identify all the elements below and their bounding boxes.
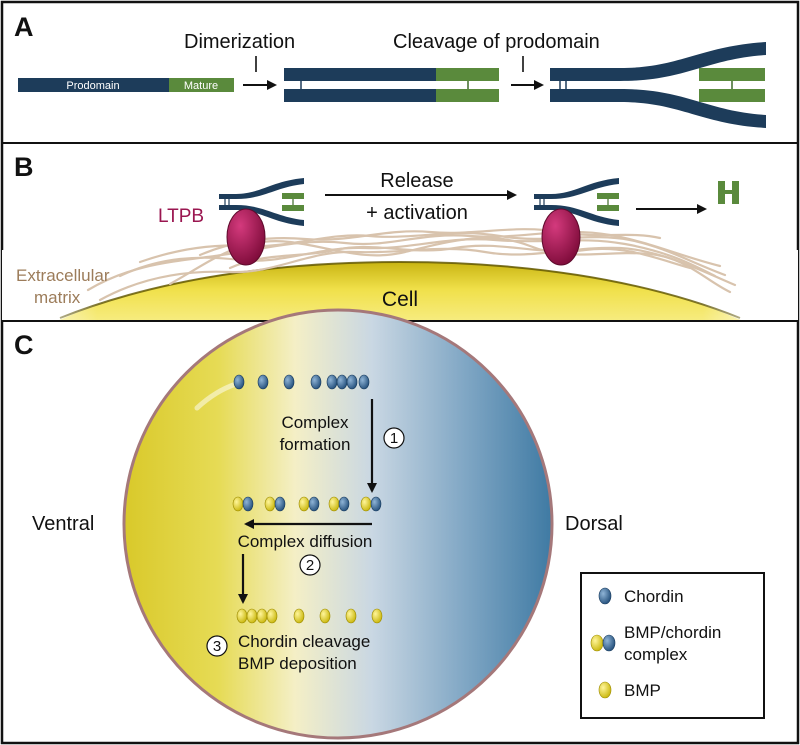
ltpb-protein-left (226, 208, 266, 266)
legend-complex-chordin-icon (602, 634, 616, 652)
bmp-molecule (266, 608, 278, 624)
legend-complex-label-line1: BMP/chordin (624, 623, 721, 642)
cleaved-prodomain-bottom (550, 89, 766, 128)
bmp-chordin-complex (298, 496, 320, 512)
panel-c: C Ventral Dorsal Complex formation 1 (14, 308, 765, 740)
cleaved-prodomain-top (550, 42, 766, 81)
legend-bmp-icon (598, 681, 612, 699)
complex-formation-line2: formation (280, 435, 351, 454)
release-label-line1: Release (380, 170, 453, 192)
bmp-molecule (293, 608, 305, 624)
active-mature-dimer (718, 181, 739, 204)
extracellular-matrix-fibers (86, 228, 737, 302)
legend-bmp-label: BMP (624, 681, 661, 700)
ventral-label: Ventral (32, 513, 94, 535)
chordin-molecule (336, 374, 348, 390)
prodomain-label: Prodomain (66, 80, 119, 92)
bmp-molecule (319, 608, 331, 624)
bmp-chordin-complex (232, 496, 254, 512)
chordin-molecule (257, 374, 269, 390)
panel-b-letter: B (14, 152, 34, 182)
legend: Chordin BMP/chordin complex BMP (580, 572, 765, 719)
ltpb-label: LTPB (158, 206, 204, 227)
chordin-molecule (233, 374, 245, 390)
legend-chordin-icon (598, 587, 612, 605)
precursor-mature-bar (169, 78, 234, 92)
chordin-cleavage-label: Chordin cleavage (238, 632, 370, 651)
bmp-molecule (371, 608, 383, 624)
bmp-chordin-complex (328, 496, 350, 512)
dimer-mature-top (436, 68, 499, 81)
chordin-row (233, 374, 370, 390)
chordin-molecule (346, 374, 358, 390)
cleavage-label: Cleavage of prodomain (393, 31, 600, 53)
latent-complex-left (219, 178, 304, 226)
step-1-number: 1 (390, 430, 398, 447)
ltpb-protein-right (541, 208, 581, 266)
legend-complex-bmp-icon (590, 634, 604, 652)
legend-chordin-label: Chordin (624, 587, 684, 606)
mature-label: Mature (184, 80, 218, 92)
ecm-label-line1: Extracellular (16, 266, 110, 285)
step-2-number: 2 (306, 557, 314, 574)
step-2-badge (299, 554, 321, 576)
bmp-molecule (345, 608, 357, 624)
release-label-line2: + activation (366, 202, 468, 224)
dimer-prodomain-top (284, 68, 436, 81)
panel-c-letter: C (14, 330, 34, 360)
step-3-badge (206, 635, 228, 657)
complex-formation-line1: Complex (281, 413, 349, 432)
latent-complex-right (534, 178, 619, 226)
dimerization-label: Dimerization (184, 31, 295, 53)
panel-b: B LTPB Release + activation (2, 152, 798, 320)
cell-label: Cell (382, 288, 418, 311)
cleaved-mature-bottom (699, 89, 765, 102)
legend-complex-label-line2: complex (624, 645, 688, 664)
bmp-molecule (236, 608, 248, 624)
step-3-number: 3 (213, 638, 221, 655)
chordin-molecule (283, 374, 295, 390)
step-1-badge (383, 427, 405, 449)
chordin-molecule (326, 374, 338, 390)
panel-a: A Prodomain Mature Dimerization Cleavage… (14, 12, 766, 128)
complex-diffusion-label: Complex diffusion (238, 532, 373, 551)
bmp-molecule (246, 608, 258, 624)
bmp-row (236, 608, 383, 624)
bmp-molecule (256, 608, 268, 624)
bmp-deposition-label: BMP deposition (238, 654, 357, 673)
chordin-molecule (310, 374, 322, 390)
complex-row (232, 496, 382, 512)
dimer-prodomain-bottom (284, 89, 436, 102)
dorsal-label: Dorsal (565, 513, 623, 535)
panel-a-letter: A (14, 12, 34, 42)
bmp-chordin-complex (264, 496, 286, 512)
chordin-molecule (358, 374, 370, 390)
cleaved-mature-top (699, 68, 765, 81)
precursor-prodomain-bar (18, 78, 169, 92)
embryo-highlight (194, 381, 239, 411)
dimer-mature-bottom (436, 89, 499, 102)
ecm-label-line2: matrix (34, 288, 81, 307)
bmp-chordin-complex (360, 496, 382, 512)
